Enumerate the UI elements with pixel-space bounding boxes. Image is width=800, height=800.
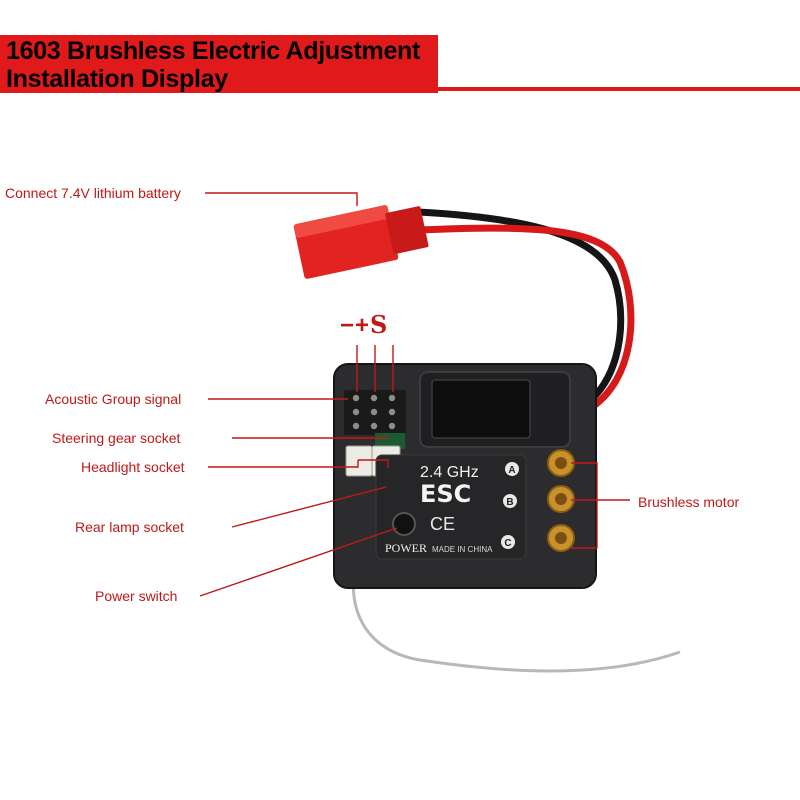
battery-wire-black xyxy=(417,208,625,412)
leader-lines xyxy=(199,192,630,597)
circuit-board xyxy=(375,433,405,449)
label-motor: Brushless motor xyxy=(638,494,740,510)
esc-label-sticker xyxy=(375,454,527,560)
phase-b: B xyxy=(506,497,513,508)
title-line-1: 1603 Brushless Electric Adjustment xyxy=(6,37,421,65)
label-power-switch: Power switch xyxy=(95,588,178,604)
title-line-2: Installation Display xyxy=(6,65,228,93)
headlight-socket-body xyxy=(345,445,373,477)
label-steering: Steering gear socket xyxy=(52,430,181,446)
receiver-window xyxy=(431,379,531,439)
battery-wire-red xyxy=(417,224,635,416)
title-banner: 1603 Brushless Electric Adjustment Insta… xyxy=(0,35,800,93)
label-rear-lamp: Rear lamp socket xyxy=(75,519,184,535)
pin-signal: S xyxy=(370,310,389,339)
antenna-wire xyxy=(351,539,681,673)
header-pins xyxy=(352,394,396,430)
motor-connectors xyxy=(547,449,575,552)
pin-plus: + xyxy=(355,312,371,339)
title-background xyxy=(0,35,438,93)
title-rule xyxy=(438,87,800,91)
phase-c: C xyxy=(504,538,511,549)
ce-mark: CE xyxy=(430,514,455,534)
pin-polarity: −+S xyxy=(340,310,388,340)
label-headlight: Headlight socket xyxy=(81,459,185,475)
phase-a: A xyxy=(508,465,515,476)
freq-text: 2.4 GHz xyxy=(420,464,479,481)
battery-plug xyxy=(293,205,429,279)
label-acoustic: Acoustic Group signal xyxy=(45,391,182,407)
model-text: ESC xyxy=(420,480,471,508)
phase-badges: A B C xyxy=(501,462,519,549)
pin-minus: − xyxy=(340,312,356,339)
power-button xyxy=(392,512,416,536)
origin-text: MADE IN CHINA xyxy=(432,545,493,554)
label-battery: Connect 7.4V lithium battery xyxy=(5,185,181,201)
power-text: POWER xyxy=(385,541,427,555)
